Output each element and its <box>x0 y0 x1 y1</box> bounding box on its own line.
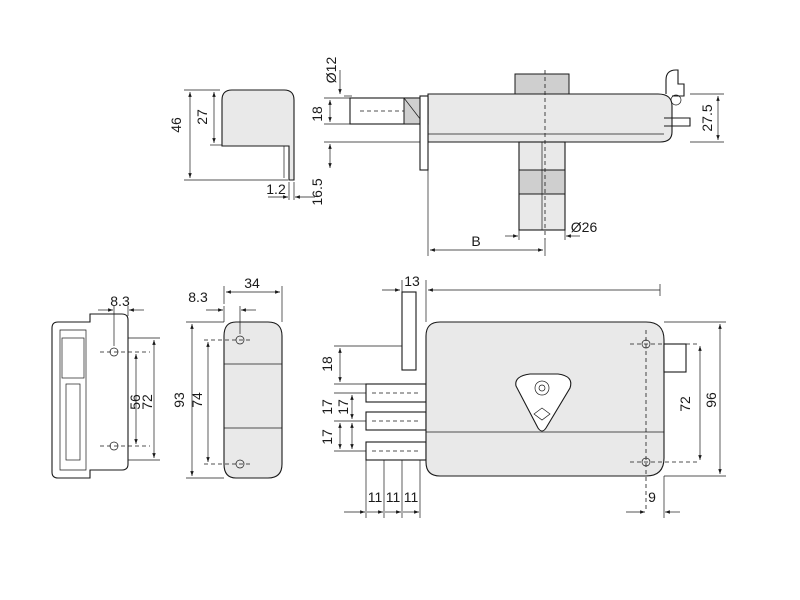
front-hole-spacing-label: 72 <box>677 396 693 412</box>
offset-label: 16.5 <box>309 178 325 205</box>
bolt-spacing-1-label: 11 <box>368 489 383 505</box>
latch-height-total-label: 46 <box>168 117 184 133</box>
lock-top-view: Ø12 18 16.5 B Ø26 27.5 <box>309 57 724 256</box>
bolt-pitch-1-label: 17 <box>319 399 335 415</box>
keeper-front: 8.3 34 93 74 <box>171 275 283 479</box>
keeper-height-label: 93 <box>171 392 187 408</box>
bolt-offset-top-label: 18 <box>319 356 335 372</box>
cylinder-diameter-label: Ø26 <box>571 219 598 235</box>
bolt-pitch-3-label: 17 <box>319 429 335 445</box>
keeper-hole-offset-label: 8.3 <box>188 289 208 305</box>
striker-hole-spacing-outer-label: 72 <box>139 394 155 410</box>
striker-hole-spacing-inner-label: 56 <box>127 394 143 410</box>
striker-hole-offset-label: 8.3 <box>110 293 130 309</box>
hook-height-label: 27.5 <box>699 104 715 131</box>
bolt-pitch-2-label: 17 <box>335 399 351 415</box>
latch-thickness-label: 1.2 <box>266 181 286 197</box>
bolt-spacing-2-label: 11 <box>386 489 401 505</box>
striker-plate: 8.3 56 72 <box>51 293 160 479</box>
front-height-label: 96 <box>703 392 719 408</box>
keeper-width-label: 34 <box>244 275 260 291</box>
bolt-height-label: 18 <box>309 106 325 122</box>
bolt-spacing-3-label: 11 <box>404 489 419 505</box>
lock-front: 13 18 17 17 17 11 11 11 72 96 <box>319 273 726 518</box>
backset-label: B <box>471 233 480 249</box>
projection-label: 13 <box>404 273 420 289</box>
bolt-diameter-label: Ø12 <box>323 57 339 84</box>
edge-offset-label: 9 <box>648 489 656 505</box>
latch-height-cap-label: 27 <box>194 109 210 125</box>
keeper-hole-spacing-label: 74 <box>189 392 205 408</box>
latch-side-view: 46 27 1.2 <box>168 89 315 200</box>
